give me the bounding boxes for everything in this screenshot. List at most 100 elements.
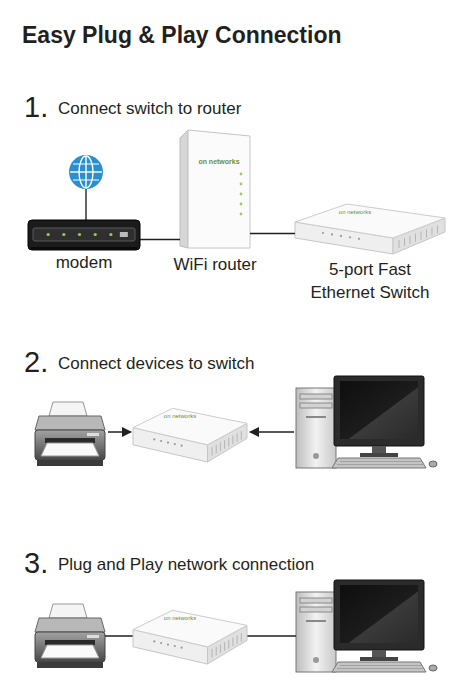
step-text: Connect switch to router <box>58 99 241 119</box>
switch-part <box>174 645 176 647</box>
switch-outline <box>133 606 247 664</box>
printer-icon <box>35 402 105 466</box>
modem-part <box>109 233 112 236</box>
device-label: WiFi router <box>150 255 280 275</box>
arrow <box>108 431 131 433</box>
switch-part <box>415 234 416 242</box>
modem-part <box>33 228 135 241</box>
switch-part <box>216 445 217 454</box>
switch-part <box>216 647 217 656</box>
modem-part <box>62 233 65 236</box>
switch-outline <box>133 404 247 462</box>
switch-part <box>421 232 422 240</box>
switch-part <box>224 642 225 651</box>
switch-part <box>241 431 242 440</box>
cable-line <box>250 233 295 235</box>
modem-box: modem <box>28 220 140 250</box>
switch-part <box>174 443 176 445</box>
device-label: modem <box>8 253 160 273</box>
switch-part <box>237 635 238 644</box>
router-part <box>240 203 243 206</box>
cable <box>246 635 296 637</box>
globe-icon <box>69 155 103 221</box>
step-number: 2. <box>24 345 48 380</box>
switch-part <box>181 647 183 649</box>
switch-part <box>160 440 162 442</box>
brand-logo: on networks <box>153 412 207 420</box>
router-outline <box>180 130 250 248</box>
step-number: 3. <box>24 546 48 581</box>
modem-part <box>120 232 128 237</box>
switch-box: on networks <box>133 404 247 462</box>
globe-icon-part <box>85 189 87 221</box>
modem-part <box>47 233 50 236</box>
computer-icon <box>296 580 437 672</box>
router-part <box>240 183 243 186</box>
switch-part <box>322 232 324 234</box>
brand-logo: on networks <box>153 614 207 622</box>
switch-part <box>133 408 247 445</box>
switch-part <box>228 640 229 649</box>
globe-icon-part <box>85 156 86 188</box>
router-box: on networksWiFi router <box>180 130 250 248</box>
switch-part <box>295 204 445 238</box>
switch-part <box>160 642 162 644</box>
step-number: 1. <box>24 90 48 125</box>
switch-part <box>232 638 233 647</box>
diagram-title: Easy Plug & Play Connection <box>22 21 342 49</box>
switch-part <box>410 236 411 244</box>
printer-icon <box>35 604 105 668</box>
router-part <box>188 130 250 248</box>
switch-part <box>237 433 238 442</box>
switch-part <box>331 233 333 235</box>
switch-part <box>212 447 213 456</box>
router-part <box>240 193 243 196</box>
step-text: Plug and Play network connection <box>58 555 314 575</box>
switch-part <box>228 438 229 447</box>
modem-part <box>94 233 97 236</box>
switch-part <box>220 644 221 653</box>
arrow <box>250 431 294 433</box>
switch-part <box>349 236 351 238</box>
globe-icon-part <box>69 155 103 189</box>
modem-outline <box>28 220 140 250</box>
switch-part <box>167 643 169 645</box>
switch-part <box>358 238 360 240</box>
cable-line <box>140 239 180 241</box>
switch-outline <box>295 200 445 254</box>
step-text: Connect devices to switch <box>58 354 255 374</box>
modem-part <box>28 220 140 250</box>
globe-icon-part <box>73 164 99 180</box>
switch-part <box>432 227 433 235</box>
computer-icon <box>296 376 437 468</box>
router-part <box>240 173 243 176</box>
switch-box: on networks <box>133 606 247 664</box>
modem-part <box>31 247 137 250</box>
switch-part <box>212 649 213 658</box>
switch-part <box>153 438 155 440</box>
switch-part <box>232 436 233 445</box>
switch-part <box>167 441 169 443</box>
device-label: 5-port Fast Ethernet Switch <box>300 258 440 304</box>
switch-part <box>153 640 155 642</box>
modem-part <box>78 233 81 236</box>
brand-logo: on networks <box>188 157 250 166</box>
switch-part <box>181 445 183 447</box>
switch-part <box>220 442 221 451</box>
switch-box: on networks5-port Fast Ethernet Switch <box>295 200 445 254</box>
switch-part <box>399 240 400 248</box>
switch-part <box>437 225 438 233</box>
switch-part <box>224 440 225 449</box>
switch-part <box>340 235 342 237</box>
switch-part <box>241 633 242 642</box>
router-part <box>180 130 188 248</box>
brand-logo: on networks <box>325 208 385 216</box>
step3-devices <box>35 580 437 672</box>
cable <box>105 635 134 637</box>
switch-part <box>133 610 247 647</box>
switch-part <box>426 230 427 238</box>
step2-devices <box>35 376 437 468</box>
router-part <box>240 213 243 216</box>
switch-part <box>404 238 405 246</box>
